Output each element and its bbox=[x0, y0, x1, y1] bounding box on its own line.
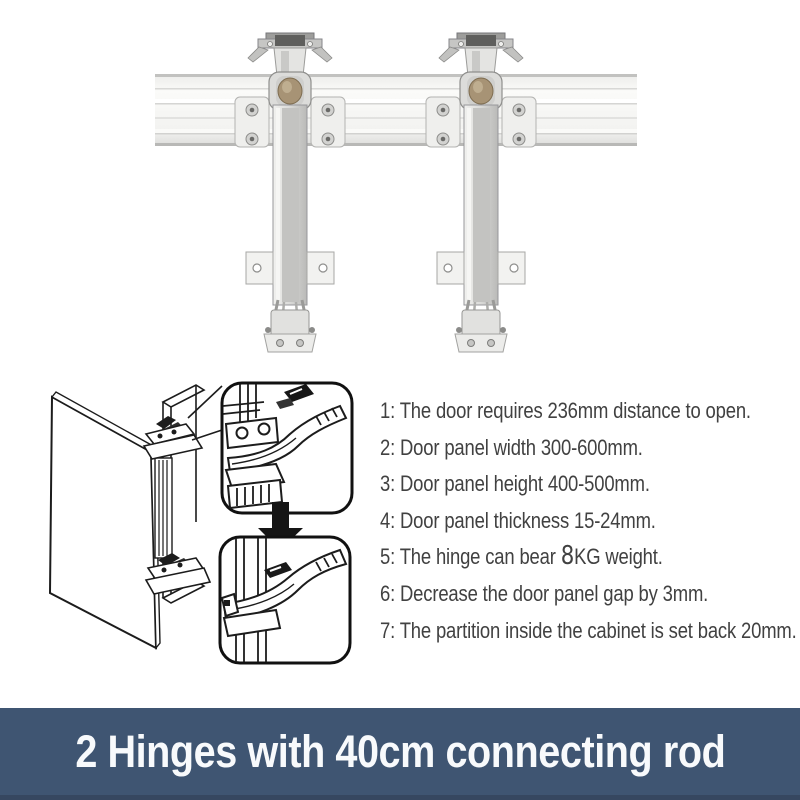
inset-top bbox=[220, 381, 354, 515]
spec-list: 1: The door requires 236mm distance to o… bbox=[380, 393, 800, 649]
spec-item-7: 7: The partition inside the cabinet is s… bbox=[380, 617, 797, 643]
connecting-rod-rail bbox=[155, 74, 637, 146]
bottom-banner: 2 Hinges with 40cm connecting rod bbox=[0, 708, 800, 800]
zoom-callout-lines bbox=[187, 385, 223, 441]
spec-item-2: 2: Door panel width 300-600mm. bbox=[380, 434, 643, 460]
spec-item-5: 5: The hinge can bear 8KG weight. bbox=[380, 539, 800, 576]
spec-item-3: 3: Door panel height 400-500mm. bbox=[380, 471, 650, 497]
weight-number: 8 bbox=[560, 541, 575, 572]
connecting-rod-drawing bbox=[154, 457, 173, 559]
spec-item-6: 6: Decrease the door panel gap by 3mm. bbox=[380, 580, 709, 606]
bottom-hinge-drawing bbox=[144, 553, 212, 595]
spec-item-1: 1: The door requires 236mm distance to o… bbox=[380, 398, 751, 423]
banner-title: 2 Hinges with 40cm connecting rod bbox=[74, 725, 725, 777]
product-photo bbox=[155, 31, 637, 354]
door-panel-drawing bbox=[48, 391, 161, 650]
spec-item-4: 4: Door panel thickness 15-24mm. bbox=[380, 507, 656, 533]
spec-item-5-prefix: 5: The hinge can bear bbox=[380, 544, 561, 570]
inset-bottom bbox=[218, 535, 352, 665]
top-hinge-drawing bbox=[142, 416, 204, 460]
installation-diagram bbox=[48, 381, 354, 665]
spec-item-5-suffix: KG weight. bbox=[574, 544, 663, 570]
